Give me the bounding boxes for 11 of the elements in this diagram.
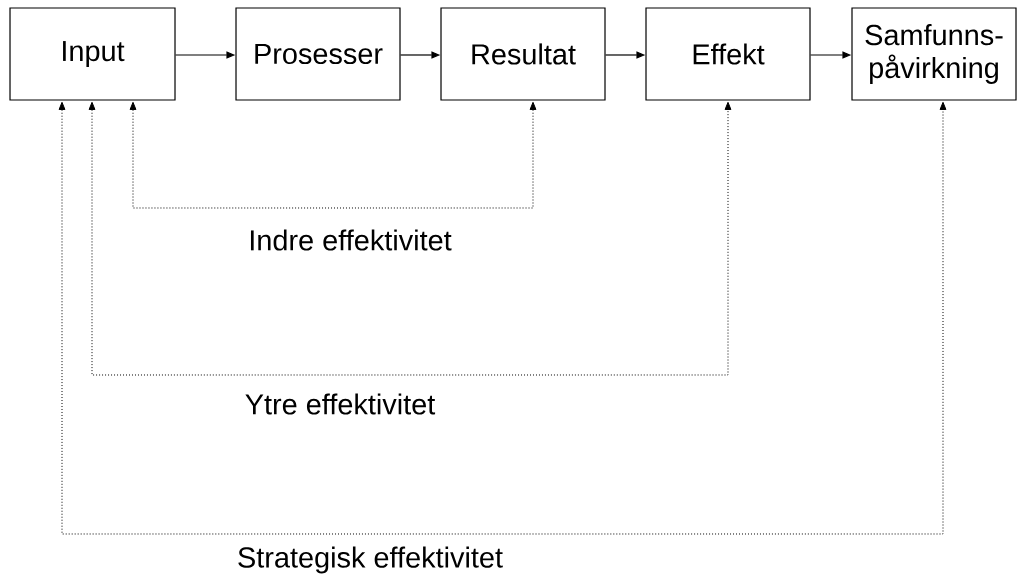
process-box: Effekt [645, 7, 811, 101]
edge-label: Indre effektivitet [250, 229, 452, 251]
arrow [58, 101, 947, 535]
process-box: Resultat [440, 7, 606, 101]
process-box: Samfunns- påvirkning [851, 7, 1017, 101]
arrow [88, 101, 732, 376]
arrow [129, 101, 537, 209]
process-box: Input [9, 7, 176, 101]
edge-label: Ytre effektivitet [245, 393, 436, 415]
edge-label: Strategisk effektivitet [238, 546, 503, 574]
process-box: Prosesser [235, 7, 401, 101]
